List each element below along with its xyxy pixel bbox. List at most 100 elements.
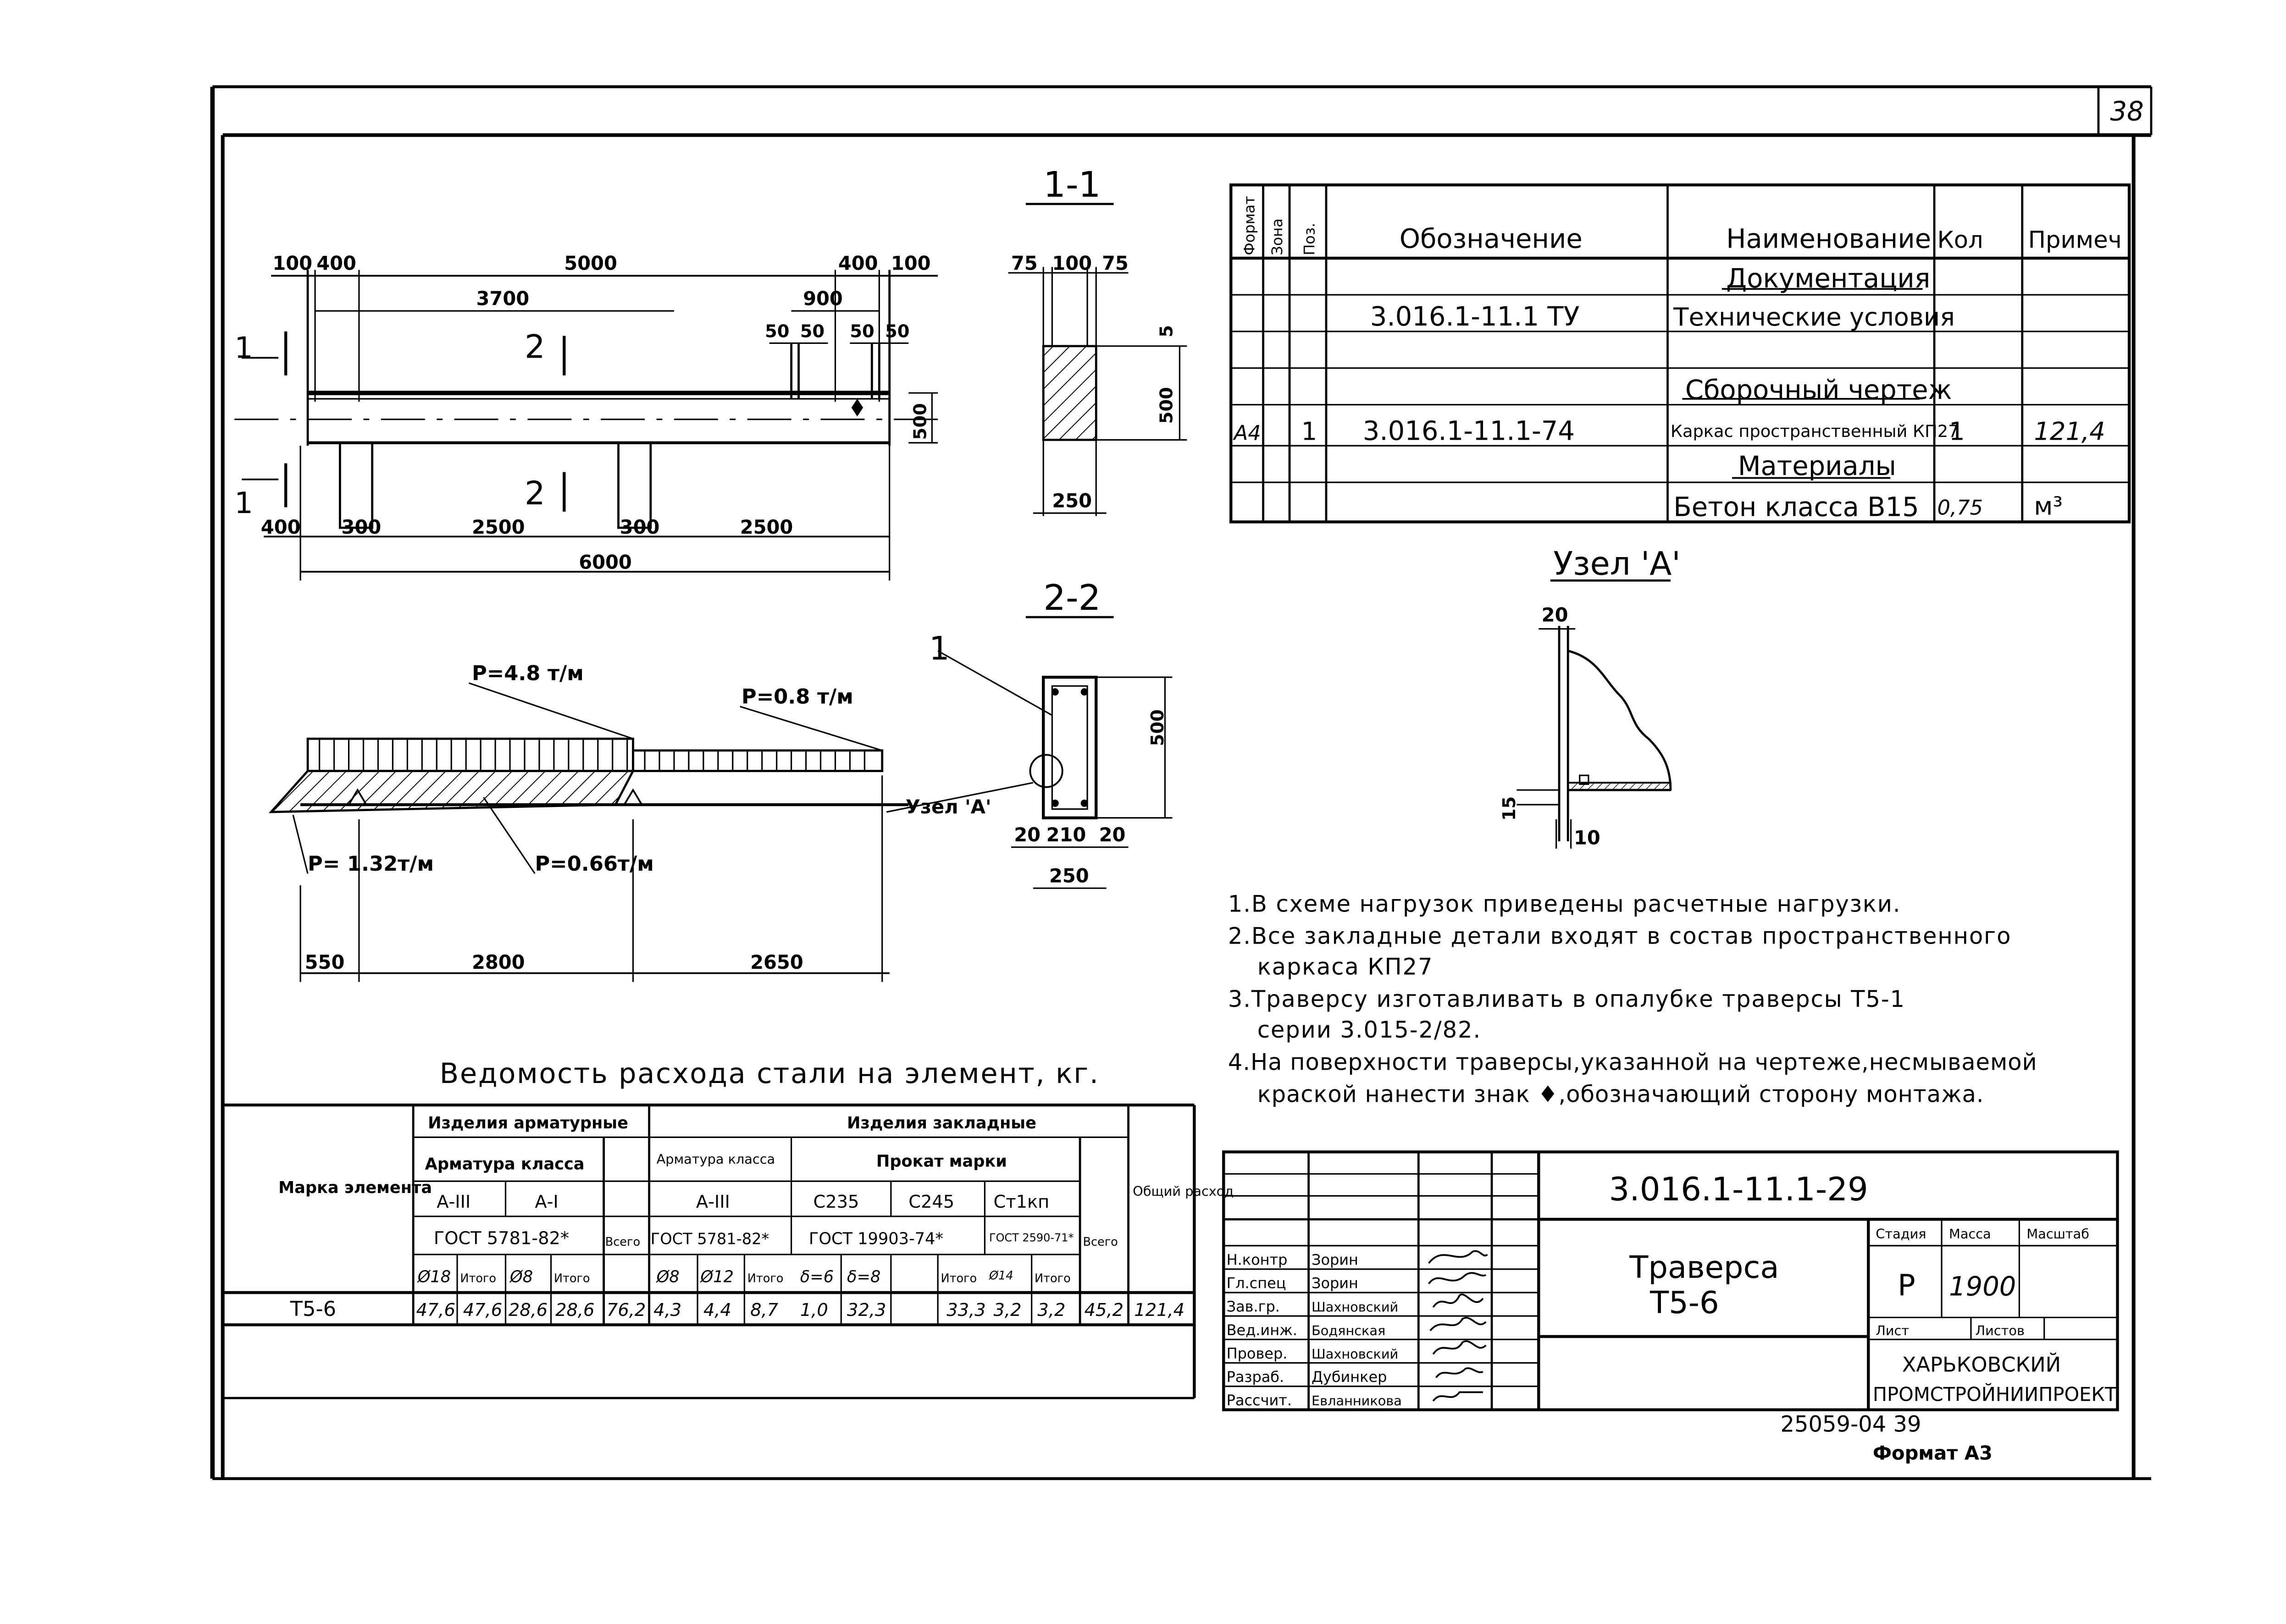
steel-val-6: 4,4 [703,1300,731,1320]
steel-row-mark: Т5-6 [290,1297,336,1321]
steel-st: Ст1кп [994,1192,1050,1212]
note-2b: каркаса КП27 [1257,954,1434,980]
steel-c245: С245 [908,1192,954,1212]
steel-val-13: 45,2 [1085,1300,1124,1320]
steel-vsego2: Всего [1083,1235,1118,1249]
steel-val-9: 32,3 [847,1300,886,1320]
org-line-1: ХАРЬКОВСКИЙ [1902,1353,2061,1377]
steel-arm-class: Арматура класса [425,1155,585,1174]
note-4b: краской нанести знак ♦,обозначающий стор… [1257,1081,1984,1108]
load-scheme [268,682,909,982]
spec-row-4-code: 3.016.1-11.1-74 [1363,415,1575,446]
role-0: Н.контр [1227,1251,1288,1268]
stage-header: Стадия [1876,1226,1926,1242]
steel-sub-7: δ=6 [800,1268,834,1287]
steel-val-2: 28,6 [509,1300,548,1320]
position-mark-1: 1 [929,630,950,668]
spec-head-qty: Кол [1937,227,1983,254]
role-5: Разраб. [1227,1368,1284,1386]
steel-gost4: ГОСТ 2590-71* [989,1231,1074,1244]
s11-dim-100: 100 [1052,252,1092,275]
steel-sub-9: Итого [941,1272,977,1286]
node-dim-20: 20 [1542,604,1568,626]
steel-vsego1: Всего [605,1235,640,1249]
dim-3700: 3700 [476,287,530,309]
spec-row-6-qty: 0,75 [1937,495,1983,519]
dim-50b: 50 [800,321,825,342]
load-p-4-8: P=4.8 т/м [472,661,584,685]
dim-bottom-300b: 300 [620,516,660,538]
spec-row-4-note: 121,4 [2034,417,2105,446]
dim-50d: 50 [885,321,909,342]
steel-val-8: 1,0 [800,1300,828,1320]
s11-dim-250: 250 [1052,489,1092,512]
sheet-number: 38 [2110,96,2144,127]
spec-row-4-format: А4 [1233,420,1261,445]
sheets-header: Листов [1976,1323,2025,1338]
person-0: Зорин [1312,1251,1358,1268]
person-2: Шахновский [1312,1299,1398,1315]
spec-row-6-note: м³ [2034,492,2063,520]
s22-dim-500: 500 [1147,709,1168,746]
steel-total-head: Общий расход [1133,1183,1234,1199]
spec-row-6-name: Бетон класса В15 [1673,492,1919,523]
node-a-title: Узел 'А' [1553,545,1680,582]
steel-val-0: 47,6 [416,1300,455,1320]
steel-sub-4: Ø8 [656,1268,680,1287]
note-3: 3.Траверсу изготавливать в опалубке трав… [1228,986,1905,1012]
steel-val-12: 3,2 [1037,1300,1065,1320]
steel-a3b: А-III [696,1192,730,1212]
handwritten-signatures [1428,1250,1488,1402]
spec-row-3-name: Сборочный чертеж [1685,375,1952,405]
dim-bottom-2500b: 2500 [740,516,793,538]
note-1: 1.В схеме нагрузок приведены расчетные н… [1228,890,1901,917]
dim-bottom-400: 400 [261,516,301,538]
dim-bottom-2500a: 2500 [472,516,525,538]
node-a-label: Узел 'А' [906,795,991,818]
load-dim-2800: 2800 [472,951,525,973]
steel-sub-5: Ø12 [699,1268,733,1287]
steel-val-4: 76,2 [607,1300,646,1320]
load-p-0-66: P=0.66т/м [535,851,653,876]
title-block [1222,1150,2119,1411]
dim-500-elev: 500 [910,403,931,440]
dim-top-100b: 100 [891,252,931,275]
load-dim-550: 550 [305,951,345,973]
spec-row-0-name: Документация [1726,263,1930,294]
role-4: Провер. [1227,1345,1288,1362]
spec-head-format: Формат [1240,196,1258,255]
role-6: Рассчит. [1227,1392,1292,1409]
role-3: Вед.инж. [1227,1321,1297,1339]
load-dim-2650: 2650 [750,951,803,973]
dim-900: 900 [803,287,843,309]
note-3b: серии 3.015-2/82. [1257,1016,1481,1043]
steel-table-title: Ведомость расхода стали на элемент, кг. [440,1058,1100,1090]
steel-izd-zakl: Изделия закладные [847,1114,1036,1132]
format-label: Формат А3 [1873,1442,1993,1464]
section-2-2 [886,616,1173,889]
s22-dim-250: 250 [1049,864,1089,887]
org-line-2: ПРОМСТРОЙНИИПРОЕКТ [1873,1383,2117,1406]
load-p-0-8: P=0.8 т/м [742,685,853,709]
doc-code: 3.016.1-11.1-29 [1609,1171,1868,1208]
person-4: Шахновский [1312,1346,1398,1362]
section-1-1-title: 1-1 [1043,165,1101,205]
mass-value: 1900 [1949,1271,2016,1302]
signature-roles: Н.контр Гл.спец Зав.гр. Вед.инж. Провер.… [1227,1251,1297,1409]
steel-marka: Марка элемента [278,1178,432,1197]
steel-val-3: 28,6 [555,1300,594,1320]
steel-gost2: ГОСТ 5781-82* [651,1230,769,1248]
mass-header: Масса [1949,1226,1991,1242]
dim-top-5000: 5000 [564,252,617,275]
spec-head-note: Примеч [2028,227,2122,254]
section-1-1 [1008,203,1187,516]
node-dim-15: 15 [1499,796,1520,821]
s22-dim-20a: 20 [1014,823,1041,846]
s11-dim-5: 5 [1156,325,1177,337]
steel-sub-3: Итого [554,1272,590,1286]
section-mark-2-top: 2 [525,328,545,365]
s11-dim-75a: 75 [1011,252,1038,275]
steel-prokat: Прокат марки [876,1152,1007,1171]
elevation-view [234,270,938,581]
